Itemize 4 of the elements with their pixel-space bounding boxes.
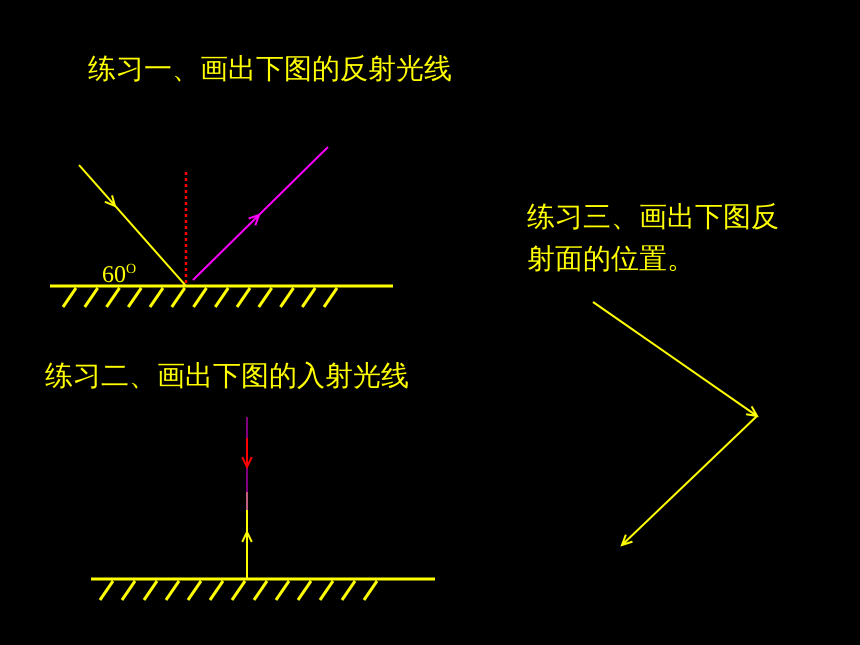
angle-label: 60$^{O}$: [102, 261, 136, 289]
exercise-title: 练习二、画出下图的入射光线: [45, 358, 409, 394]
exercise-title: 练习三、画出下图反射面的位置。: [527, 199, 780, 277]
exercise-title: 练习一、画出下图的反射光线: [88, 51, 452, 87]
